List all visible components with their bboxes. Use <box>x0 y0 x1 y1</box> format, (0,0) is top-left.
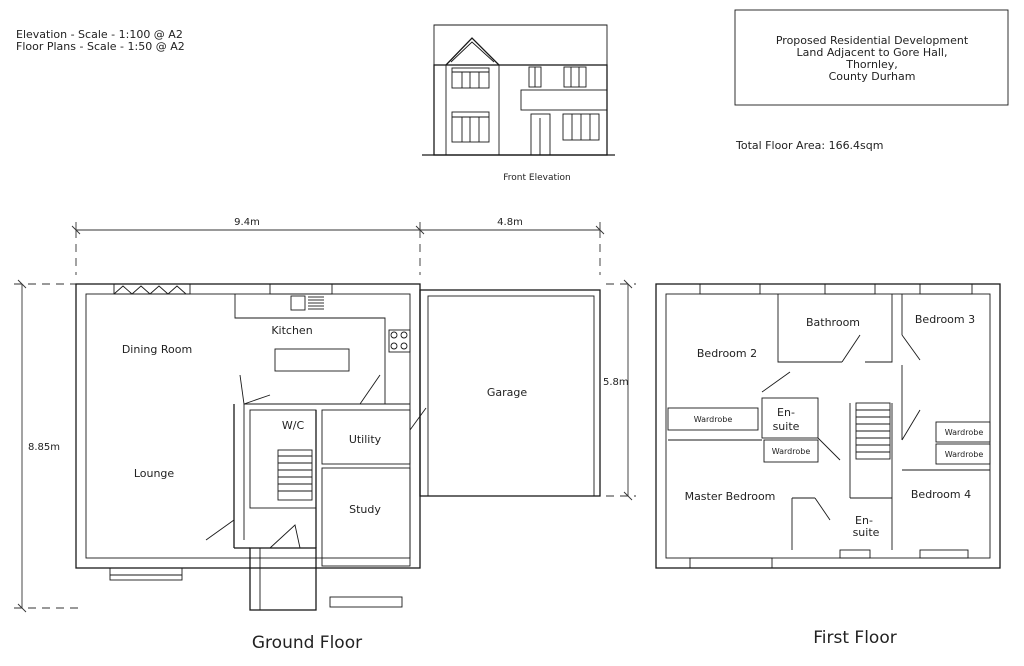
dim-depth-garage: 5.8m <box>603 377 629 388</box>
room-lounge: Lounge <box>134 467 175 480</box>
title-line-2: Land Adjacent to Gore Hall, <box>797 46 948 59</box>
room-ensuite-2-line1: En- <box>855 514 873 527</box>
wardrobe-bedroom-2: Wardrobe <box>694 415 733 424</box>
title-line-3: Thornley, <box>845 58 898 71</box>
room-bedroom-4: Bedroom 4 <box>911 488 971 501</box>
room-ensuite-1-line1: En- <box>777 406 795 419</box>
title-block-frame <box>734 9 1009 106</box>
room-ensuite-1-line2: suite <box>773 420 800 433</box>
dim-width-main: 9.4m <box>234 217 260 228</box>
title-line-1: Proposed Residential Development <box>776 34 969 47</box>
ground-floor-title: Ground Floor <box>252 633 362 653</box>
wardrobe-bedroom-3b: Wardrobe <box>945 450 984 459</box>
dim-depth-main: 8.85m <box>28 442 60 453</box>
dim-width-garage: 4.8m <box>497 217 523 228</box>
title-line-4: County Durham <box>829 70 916 83</box>
scale-note-floorplans: Floor Plans - Scale - 1:50 @ A2 <box>16 40 185 53</box>
ground-floor-plan <box>75 283 601 611</box>
scale-note-elevation: Elevation - Scale - 1:100 @ A2 <box>16 28 183 41</box>
wardrobe-bedroom-3a: Wardrobe <box>945 428 984 437</box>
first-floor-title: First Floor <box>813 628 896 648</box>
total-floor-area: Total Floor Area: 166.4sqm <box>735 139 884 152</box>
room-garage: Garage <box>487 386 528 399</box>
room-bedroom-3: Bedroom 3 <box>915 313 975 326</box>
first-floor-plan <box>655 283 1001 569</box>
room-ensuite-2-line2: suite <box>853 526 880 539</box>
room-master-bedroom: Master Bedroom <box>685 490 776 503</box>
ground-floor-dimensions <box>14 222 636 613</box>
room-bathroom: Bathroom <box>806 316 860 329</box>
room-study: Study <box>349 503 381 516</box>
room-bedroom-2: Bedroom 2 <box>697 347 757 360</box>
front-elevation <box>422 24 615 156</box>
room-dining: Dining Room <box>122 343 192 356</box>
room-utility: Utility <box>349 433 382 446</box>
wardrobe-master: Wardrobe <box>772 447 811 456</box>
elevation-caption: Front Elevation <box>503 173 570 183</box>
room-kitchen: Kitchen <box>271 324 312 337</box>
room-wc: W/C <box>282 419 305 432</box>
